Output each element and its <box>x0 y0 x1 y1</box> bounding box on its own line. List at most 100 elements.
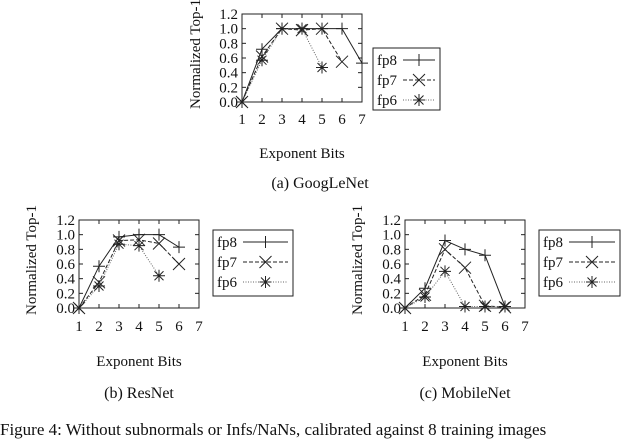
y-tick-label: 1.2 <box>56 213 75 229</box>
y-tick-label: 0.8 <box>382 242 401 258</box>
x-tick-label: 5 <box>481 319 489 335</box>
legend-marker-fp8 <box>413 54 425 66</box>
legend-label: fp8 <box>377 53 397 69</box>
x-axis-label: Exponent Bits <box>422 354 508 370</box>
x-tick-label: 6 <box>501 319 509 335</box>
y-tick-label: 0.2 <box>219 80 238 96</box>
legend-label: fp7 <box>217 255 237 271</box>
y-tick-label: 0.6 <box>219 51 238 67</box>
legend-marker-fp8 <box>586 236 598 248</box>
x-tick-label: 4 <box>461 319 469 335</box>
y-tick-label: 0.4 <box>56 272 75 288</box>
data-point-fp8 <box>336 22 348 35</box>
series-line-fp6 <box>404 270 505 309</box>
legend: fp8 fp7 fp6 <box>212 229 294 297</box>
x-axis-label: Exponent Bits <box>96 354 182 370</box>
data-point-fp7 <box>438 242 452 256</box>
legend: fp8 fp7 fp6 <box>372 47 441 111</box>
legend-label: fp6 <box>217 275 237 291</box>
x-tick-label: 7 <box>195 319 203 335</box>
data-point-fp6 <box>459 300 471 313</box>
y-axis-label: Normalized Top-1 <box>188 0 204 109</box>
data-point-fp6 <box>419 291 431 303</box>
series-line-fp8 <box>78 234 180 309</box>
y-axis-label: Normalized Top-1 <box>350 205 366 315</box>
legend-label: fp8 <box>543 235 563 251</box>
data-point-fp6 <box>316 61 328 74</box>
series-line-fp7 <box>78 239 180 309</box>
subplot-caption: (c) MobileNet <box>419 385 511 402</box>
x-tick-label: 4 <box>135 319 143 335</box>
y-tick-label: 1.0 <box>56 228 75 244</box>
data-point-fp6 <box>256 54 268 67</box>
x-tick-label: 3 <box>115 319 123 335</box>
x-tick-label: 1 <box>401 319 409 335</box>
data-point-fp6 <box>479 300 491 313</box>
data-point-fp6 <box>153 269 165 282</box>
y-tick-label: 0.0 <box>219 95 238 111</box>
y-tick-label: 0.6 <box>382 257 401 273</box>
legend-marker-fp6 <box>259 276 272 288</box>
y-tick-label: 0.0 <box>56 301 75 317</box>
x-tick-label: 2 <box>421 319 429 335</box>
data-point-fp8 <box>356 57 368 70</box>
data-point-fp6 <box>73 302 85 314</box>
data-point-fp8 <box>459 243 471 256</box>
data-point-fp7 <box>335 55 349 69</box>
x-axis-label: Exponent Bits <box>259 146 345 162</box>
x-tick-label: 2 <box>258 112 266 128</box>
x-tick-label: 3 <box>441 319 449 335</box>
data-point-fp7 <box>152 237 166 250</box>
figure-caption: Figure 4: Without subnormals or Infs/NaN… <box>0 420 547 439</box>
data-point-fp8 <box>479 249 491 262</box>
legend-marker-fp6 <box>413 94 425 106</box>
legend-label: fp6 <box>377 93 397 109</box>
y-tick-label: 0.4 <box>219 66 238 82</box>
data-point-fp8 <box>93 260 105 273</box>
legend-label: fp8 <box>217 235 237 251</box>
subplot-caption: (b) ResNet <box>104 385 174 402</box>
data-point-fp7 <box>315 22 329 36</box>
legend-label: fp6 <box>543 275 563 291</box>
data-point-fp6 <box>296 22 308 35</box>
x-tick-label: 7 <box>358 112 366 128</box>
x-tick-label: 6 <box>175 319 183 335</box>
x-tick-label: 1 <box>75 319 83 335</box>
data-point-fp6 <box>133 239 145 252</box>
legend-marker-fp8 <box>259 236 272 248</box>
legend-marker-fp7 <box>585 255 599 269</box>
x-tick-label: 7 <box>521 319 529 335</box>
y-tick-label: 0.4 <box>382 272 401 288</box>
series-line-fp6 <box>241 28 323 103</box>
legend-label: fp7 <box>543 255 563 271</box>
y-tick-label: 1.2 <box>219 7 238 23</box>
data-point-fp8 <box>133 228 145 241</box>
x-tick-label: 2 <box>95 319 103 335</box>
y-tick-label: 1.0 <box>382 228 401 244</box>
data-point-fp8 <box>153 228 165 241</box>
legend-marker-fp7 <box>412 73 426 87</box>
x-tick-label: 3 <box>278 112 286 128</box>
x-tick-label: 6 <box>338 112 346 128</box>
y-tick-label: 0.0 <box>382 301 401 317</box>
data-point-fp6 <box>499 300 511 313</box>
data-point-fp8 <box>173 241 185 254</box>
legend-box <box>212 229 294 297</box>
legend-label: fp7 <box>377 73 397 89</box>
data-point-fp6 <box>93 280 105 292</box>
legend-marker-fp6 <box>586 276 598 288</box>
data-point-fp7 <box>458 261 472 275</box>
series-line-fp7 <box>241 28 343 103</box>
data-point-fp6 <box>236 96 248 108</box>
data-point-fp8 <box>256 43 268 56</box>
x-tick-label: 1 <box>238 112 246 128</box>
data-point-fp7 <box>172 257 186 271</box>
y-tick-label: 1.0 <box>219 22 238 38</box>
y-tick-label: 0.2 <box>56 286 75 302</box>
data-point-fp6 <box>439 265 451 278</box>
x-tick-label: 5 <box>318 112 326 128</box>
legend-marker-fp7 <box>259 255 272 269</box>
